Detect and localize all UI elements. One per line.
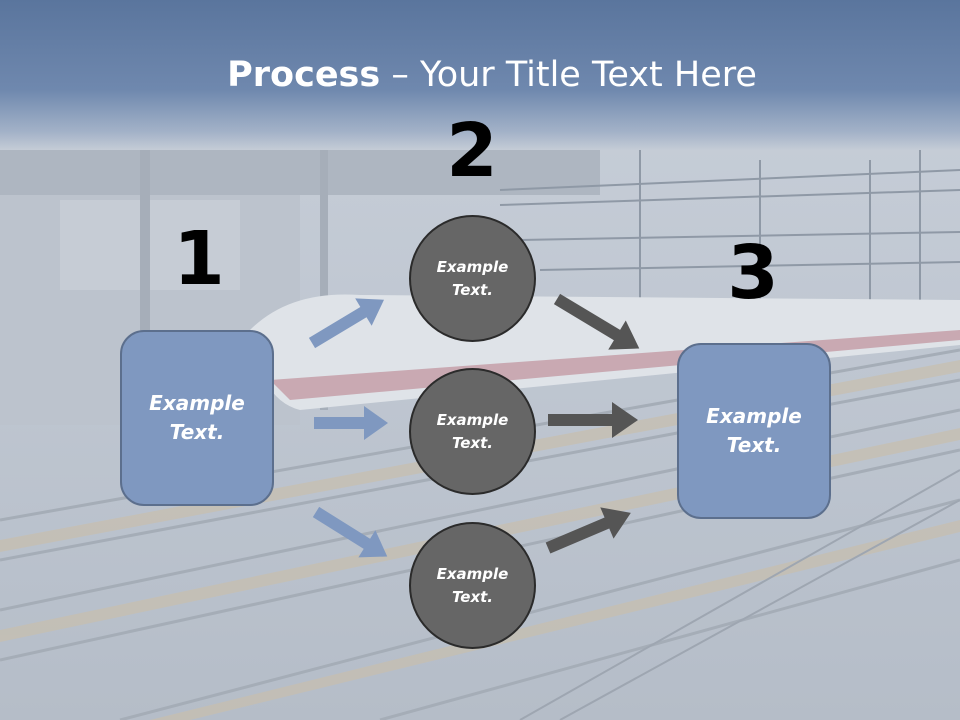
circle-bottom-line1: Example [436,564,509,583]
circle-step-middle[interactable]: Example Text. [409,368,536,495]
page-title: Process – Your Title Text Here [0,52,960,98]
title-rest: Your Title Text Here [419,55,757,95]
circle-middle-line2: Text. [451,433,493,452]
title-band [0,0,960,150]
title-bold: Process [227,55,381,95]
circle-bottom-line2: Text. [451,587,493,606]
blue-arrow-right [314,406,388,440]
step-number-3: 3 [727,230,779,316]
gray-arrow-right [548,402,638,438]
left-step-box[interactable]: Example Text. [120,330,274,506]
step-number-2: 2 [446,108,498,194]
right-box-line1: Example [706,404,802,428]
right-box-line2: Text. [726,433,782,457]
gray-arrow-up [545,507,631,554]
left-box-line1: Example [149,391,245,415]
gray-arrow-down [553,293,640,350]
circle-top-line1: Example [436,257,509,276]
left-box-line2: Text. [169,420,225,444]
blue-arrow-down [312,506,388,558]
right-step-box[interactable]: Example Text. [677,343,831,519]
circle-step-bottom[interactable]: Example Text. [409,522,536,649]
blue-arrow-up [308,298,385,349]
step-number-1: 1 [173,216,225,302]
title-separator: – [380,55,420,95]
circle-top-line2: Text. [451,280,493,299]
circle-step-top[interactable]: Example Text. [409,215,536,342]
circle-middle-line1: Example [436,410,509,429]
